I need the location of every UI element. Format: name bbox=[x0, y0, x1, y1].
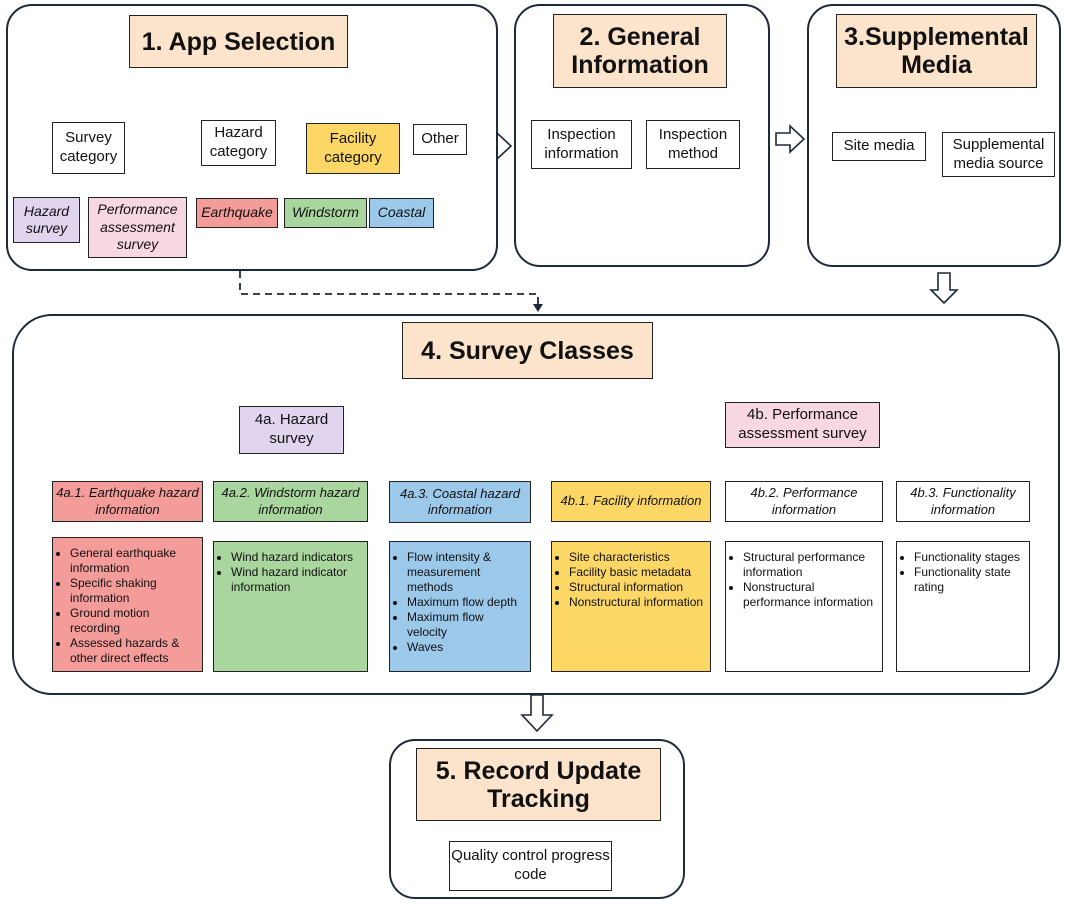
box-coastal: Coastal bbox=[369, 198, 434, 228]
box-4a-hazard-survey: 4a. Hazard survey bbox=[239, 406, 344, 454]
list-4a2-windstorm: Wind hazard indicators Wind hazard indic… bbox=[213, 541, 368, 672]
box-hazard-survey: Hazard survey bbox=[13, 197, 80, 243]
list-4b3-functionality: Functionality stages Functionality state… bbox=[896, 541, 1030, 672]
list-item: Waves bbox=[407, 640, 524, 655]
box-facility-category: Facility category bbox=[306, 123, 400, 174]
box-other: Other bbox=[413, 124, 467, 155]
list-item: Wind hazard indicator information bbox=[231, 565, 361, 595]
list-4a3-coastal: Flow intensity & measurement methods Max… bbox=[389, 541, 531, 672]
header-4a1-earthquake-hazard-information: 4a.1. Earthquake hazard information bbox=[52, 481, 203, 522]
box-site-media: Site media bbox=[832, 132, 926, 161]
header-4b3-functionality-information: 4b.3. Functionality information bbox=[896, 481, 1030, 522]
list-item: Ground motion recording bbox=[70, 606, 196, 636]
box-performance-assessment-survey: Performance assessment survey bbox=[88, 197, 187, 258]
header-4a3-coastal-hazard-information: 4a.3. Coastal hazard information bbox=[389, 481, 531, 523]
box-quality-control-progress-code: Quality control progress code bbox=[449, 841, 612, 891]
list-item: Maximum flow depth bbox=[407, 595, 524, 610]
list-item: Structural information bbox=[569, 580, 704, 595]
box-4b-performance-assessment-survey: 4b. Performance assessment survey bbox=[725, 402, 880, 448]
header-4b1-facility-information: 4b.1. Facility information bbox=[551, 481, 711, 522]
list-item: Structural performance information bbox=[743, 550, 876, 580]
box-survey-category: Survey category bbox=[52, 122, 125, 174]
list-item: Nonstructural performance information bbox=[743, 580, 876, 610]
box-hazard-category: Hazard category bbox=[201, 120, 276, 166]
title-record-update-tracking: 5. Record Update Tracking bbox=[416, 748, 661, 821]
header-4b2-performance-information: 4b.2. Performance information bbox=[725, 481, 883, 522]
list-item: Nonstructural information bbox=[569, 595, 704, 610]
list-4b1-facility: Site characteristics Facility basic meta… bbox=[551, 541, 711, 672]
box-inspection-information: Inspection information bbox=[531, 120, 632, 169]
list-item: Flow intensity & measurement methods bbox=[407, 550, 524, 595]
box-earthquake: Earthquake bbox=[196, 198, 278, 228]
box-inspection-method: Inspection method bbox=[646, 120, 740, 169]
title-survey-classes: 4. Survey Classes bbox=[402, 322, 653, 379]
list-4a1-earthquake: General earthquake information Specific … bbox=[52, 537, 203, 672]
list-item: Facility basic metadata bbox=[569, 565, 704, 580]
list-item: Functionality state rating bbox=[914, 565, 1023, 595]
list-item: Specific shaking information bbox=[70, 576, 196, 606]
list-item: Assessed hazards & other direct effects bbox=[70, 636, 196, 666]
title-supplemental-media: 3.Supplemental Media bbox=[836, 14, 1037, 88]
list-item: General earthquake information bbox=[70, 546, 196, 576]
box-windstorm: Windstorm bbox=[284, 198, 367, 228]
box-supplemental-media-source: Supplemental media source bbox=[942, 132, 1055, 177]
list-item: Wind hazard indicators bbox=[231, 550, 361, 565]
list-item: Site characteristics bbox=[569, 550, 704, 565]
title-app-selection: 1. App Selection bbox=[129, 15, 348, 68]
list-item: Maximum flow velocity bbox=[407, 610, 524, 640]
list-item: Functionality stages bbox=[914, 550, 1023, 565]
title-general-information: 2. General Information bbox=[553, 14, 727, 88]
list-4b2-performance: Structural performance information Nonst… bbox=[725, 541, 883, 672]
header-4a2-windstorm-hazard-information: 4a.2. Windstorm hazard information bbox=[213, 481, 368, 522]
